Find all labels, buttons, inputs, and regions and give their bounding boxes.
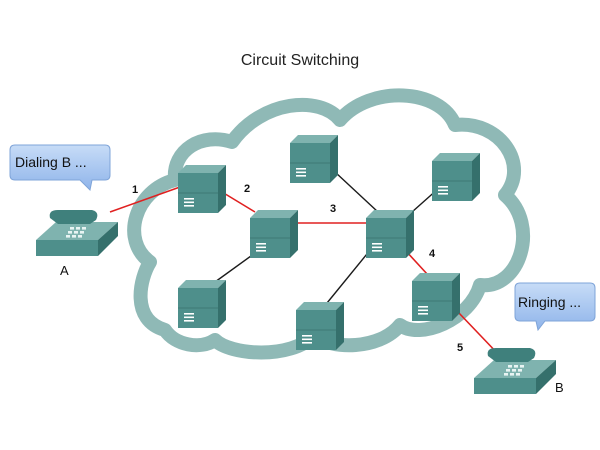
- switch-1: [177, 164, 227, 214]
- caller-callout: Dialing B ...: [9, 144, 111, 192]
- diagram-title: Circuit Switching: [240, 52, 360, 69]
- link-label-4: 4: [429, 248, 436, 260]
- switch-8: [411, 272, 461, 322]
- callee-callout: Ringing ...: [514, 282, 596, 332]
- switch-7: [295, 301, 345, 351]
- switch-6: [177, 279, 227, 329]
- link-label-1: 1: [132, 184, 138, 196]
- phone-b-label: B: [555, 380, 564, 395]
- switch-3: [431, 152, 481, 202]
- switch-4: [249, 209, 299, 259]
- link-label-3: 3: [330, 203, 336, 215]
- switch-5: [365, 209, 415, 259]
- phone-a-icon: [36, 210, 118, 256]
- link-label-2: 2: [244, 183, 250, 195]
- link-label-5: 5: [457, 342, 463, 354]
- callee-callout-text: Ringing ...: [518, 294, 581, 310]
- switch-2: [289, 134, 339, 184]
- caller-callout-text: Dialing B ...: [15, 154, 87, 170]
- phone-a-label: A: [60, 263, 69, 278]
- phone-b-icon: [474, 348, 556, 394]
